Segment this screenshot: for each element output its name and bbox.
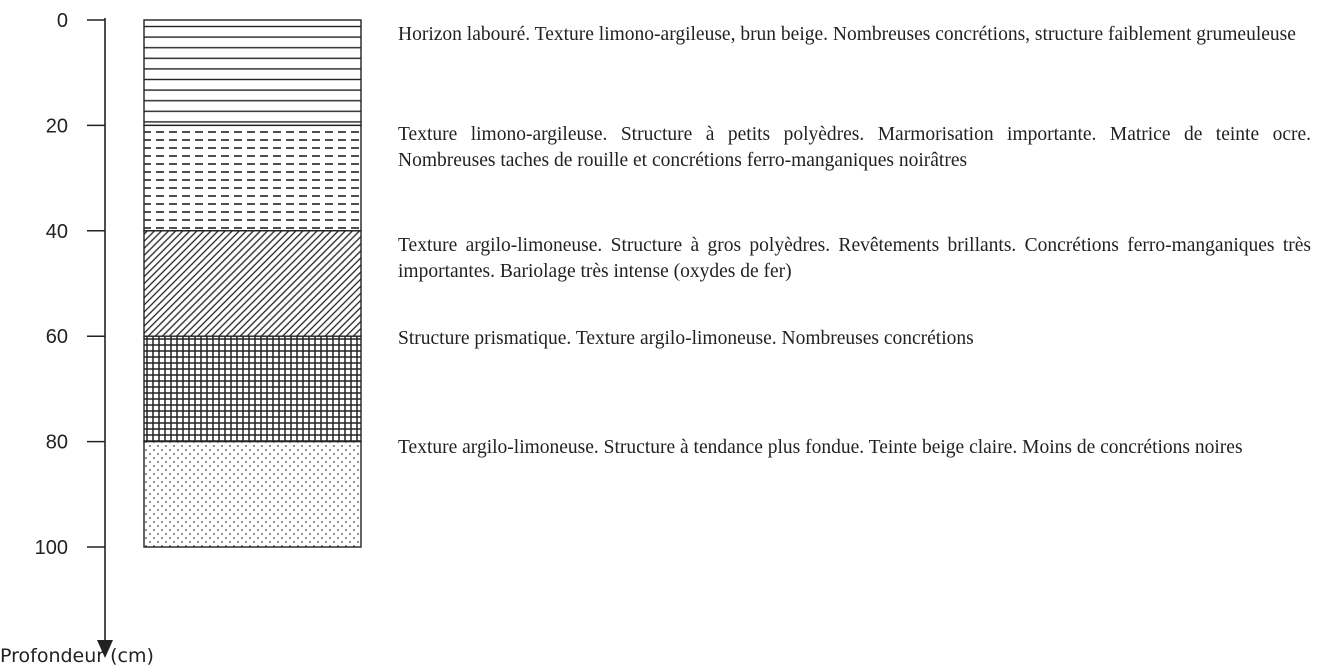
horizon-1-layer <box>143 19 362 127</box>
horizon-4-layer <box>143 335 362 443</box>
horizon-4-description: Structure prismatique. Texture argilo-li… <box>398 328 974 349</box>
axis-label: Profondeur (cm) <box>0 645 154 666</box>
tick-label: 60 <box>46 326 68 348</box>
horizon-1-description: Horizon labouré. Texture limono-argileus… <box>398 24 1296 45</box>
horizon-5-description: Texture argilo-limoneuse. Structure à te… <box>398 437 1243 458</box>
horizon-3-layer <box>143 230 362 337</box>
tick-label: 100 <box>35 537 68 559</box>
tick-label: 0 <box>57 10 68 32</box>
horizon-column <box>143 19 362 548</box>
tick-label: 40 <box>46 221 68 243</box>
horizon-3-description: Texture argilo-limoneuse. Structure à gr… <box>398 235 1311 282</box>
axis-arrowhead <box>97 640 113 658</box>
horizon-2-layer <box>143 124 362 232</box>
tick-label: 80 <box>46 432 68 454</box>
horizon-5-layer <box>143 440 362 548</box>
tick-label: 20 <box>46 115 68 137</box>
horizon-2-description: Texture limono-argileuse. Structure à pe… <box>398 124 1311 171</box>
depth-axis: 0 20 40 60 80 100 <box>35 10 113 658</box>
